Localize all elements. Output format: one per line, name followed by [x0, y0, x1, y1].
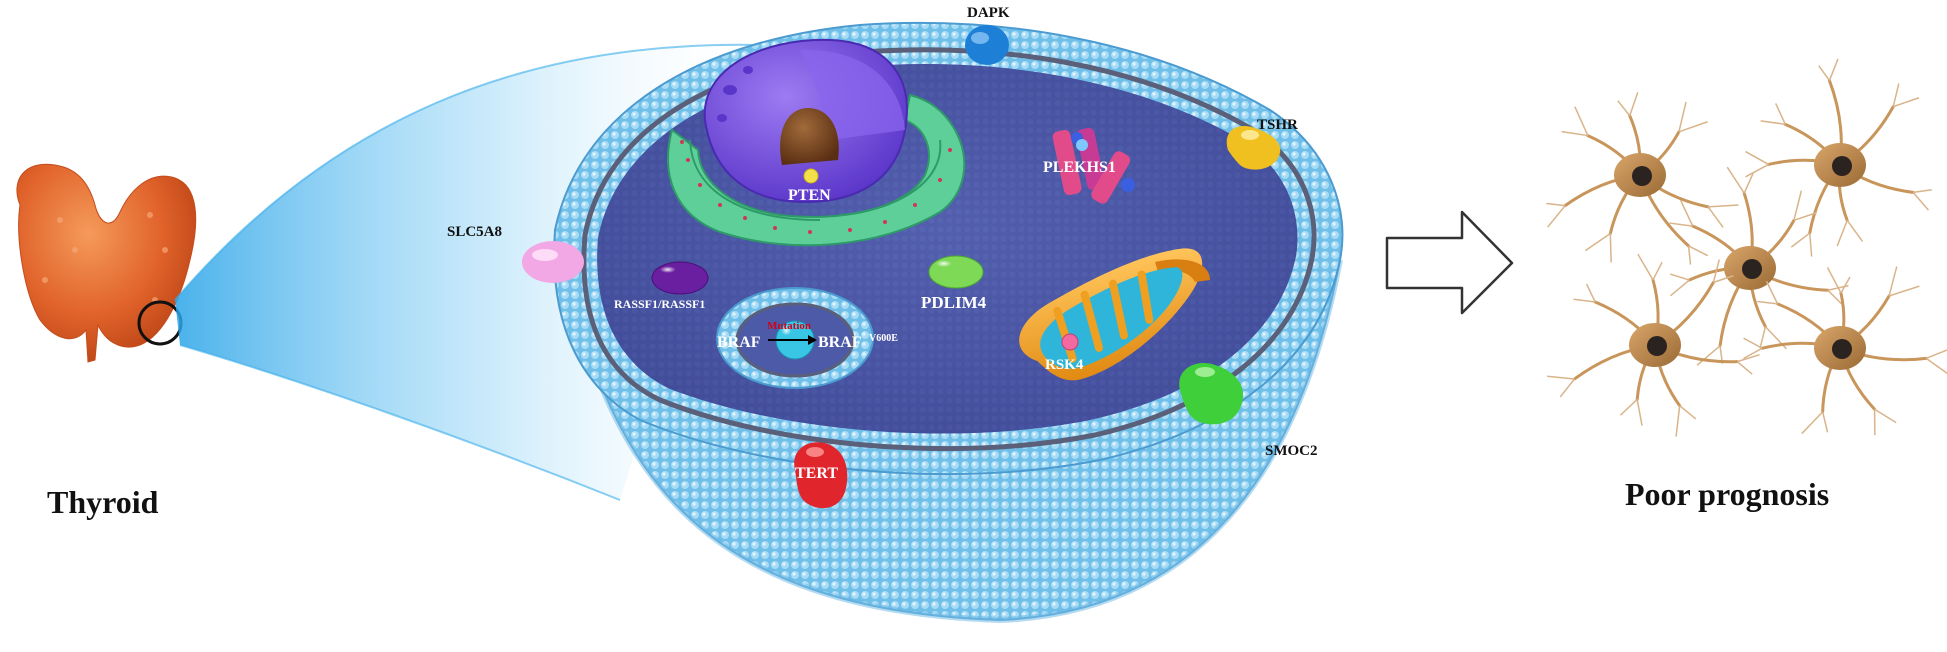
endoplasmic-reticulum [667, 93, 966, 247]
rsk4-protein [1061, 333, 1079, 351]
slc5a8-protein [522, 241, 584, 283]
mitochondrion [1019, 248, 1210, 381]
plekhs1-protein [1076, 139, 1088, 151]
label-pten: PTEN [788, 187, 831, 204]
plekhs1-structure [1052, 127, 1135, 204]
label-slc5a8: SLC5A8 [447, 224, 502, 240]
cell [553, 21, 1344, 624]
label-rassf1: RASSF1/RASSF1 [614, 297, 705, 311]
pdlim4-vesicle [928, 255, 984, 289]
neuron-cell [1743, 266, 1947, 436]
label-rsk4: RSK4 [1045, 357, 1084, 373]
outcome-arrow [1385, 210, 1514, 315]
label-dapk: DAPK [967, 5, 1010, 21]
label-pdlim4: PDLIM4 [921, 293, 987, 312]
dapk-protein [965, 25, 1009, 65]
label-poor-prognosis: Poor prognosis [1625, 476, 1829, 512]
label-v600e: V600E [869, 333, 898, 344]
label-plekhs1: PLEKHS1 [1043, 159, 1116, 176]
tert-protein [794, 442, 848, 509]
neuron-cell [1546, 92, 1739, 265]
rassf1-vesicle [651, 261, 709, 295]
smoc2-protein [1179, 362, 1244, 425]
label-mutation: Mutation [767, 320, 811, 332]
nucleolus [780, 108, 839, 165]
label-braf-mutant: BRAF [818, 334, 862, 351]
label-thyroid: Thyroid [47, 484, 159, 520]
tshr-protein [1226, 126, 1281, 170]
thyroid-organ [16, 163, 197, 363]
neuron-cells [1546, 58, 1947, 437]
neuron-cell [1547, 253, 1760, 437]
braf-vesicle [716, 287, 874, 389]
label-tert: TERT [795, 465, 838, 482]
label-smoc2: SMOC2 [1265, 443, 1318, 459]
neuron-cell [1669, 166, 1849, 366]
nucleus [703, 38, 908, 204]
label-tshr: TSHR [1257, 117, 1298, 133]
pten-protein [803, 168, 819, 184]
label-braf: BRAF [717, 334, 761, 351]
neuron-cell [1745, 58, 1932, 257]
